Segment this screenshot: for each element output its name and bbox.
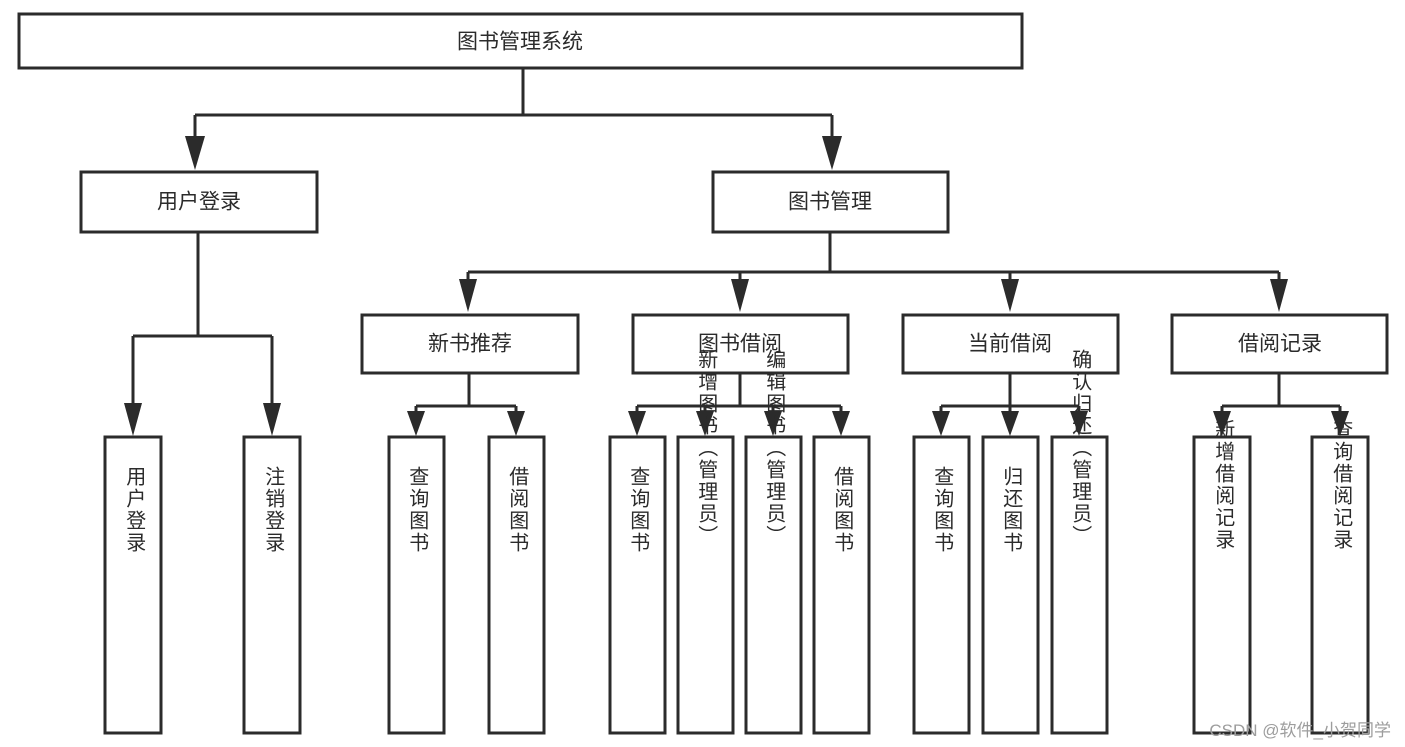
- arrowhead-to-leaf10: [1001, 411, 1019, 436]
- node-leaf13-label: 查询借阅记录: [1330, 419, 1353, 551]
- arrowhead-to-leaf2: [263, 403, 281, 436]
- arrowhead-to-leaf11: [1070, 411, 1088, 436]
- node-borrow[interactable]: 图书借阅: [631, 313, 850, 375]
- node-leaf9-box[interactable]: [912, 435, 971, 735]
- node-root-box[interactable]: [17, 12, 1024, 70]
- arrowhead-to-borrow: [731, 279, 749, 312]
- arrowhead-to-login: [185, 136, 205, 170]
- node-leaf10-label: 归还图书: [1000, 466, 1023, 554]
- node-leaf7[interactable]: 编辑图书（管理员）: [744, 349, 803, 735]
- arrowhead-to-leaf7: [764, 411, 782, 436]
- node-leaf8-box[interactable]: [812, 435, 871, 735]
- node-leaf10[interactable]: 归还图书: [981, 435, 1040, 735]
- edge-root-bus: [193, 68, 834, 137]
- arrowhead-to-leaf12: [1213, 411, 1231, 436]
- node-current[interactable]: 当前借阅: [901, 313, 1120, 375]
- edge-record-bus: [1220, 373, 1342, 412]
- arrowhead-to-leaf6: [696, 411, 714, 436]
- node-leaf12-box[interactable]: [1192, 435, 1252, 735]
- edge-newbook-bus: [414, 373, 518, 412]
- node-leaf11[interactable]: 确认归还（管理员）: [1050, 349, 1109, 735]
- node-leaf8-label: 借阅图书: [831, 466, 854, 554]
- node-leaf10-box[interactable]: [981, 435, 1040, 735]
- node-leaf2-box[interactable]: [242, 435, 302, 735]
- node-leaf1[interactable]: 用户登录: [103, 435, 163, 735]
- node-leaf13-box[interactable]: [1310, 435, 1370, 735]
- node-login-label: 用户登录: [157, 191, 241, 214]
- node-leaf1-box[interactable]: [103, 435, 163, 735]
- node-leaf11-label: 确认归还（管理员）: [1069, 349, 1092, 547]
- node-leaf4-box[interactable]: [487, 435, 546, 735]
- node-current-box[interactable]: [901, 313, 1120, 375]
- node-leaf5-box[interactable]: [608, 435, 667, 735]
- node-newbook-box[interactable]: [360, 313, 580, 375]
- node-leaf5[interactable]: 查询图书: [608, 435, 667, 735]
- node-leaf8[interactable]: 借阅图书: [812, 435, 871, 735]
- edge-login-bus: [131, 232, 274, 404]
- arrowhead-to-bookmgmt: [822, 136, 842, 170]
- arrowhead-to-record: [1270, 279, 1288, 312]
- edge-bookmgmt-bus: [466, 232, 1281, 280]
- node-leaf2[interactable]: 注销登录: [242, 435, 302, 735]
- node-leaf6-box[interactable]: [676, 435, 735, 735]
- arrowhead-to-leaf4: [507, 411, 525, 436]
- connector-layer: [124, 68, 1349, 436]
- node-newbook[interactable]: 新书推荐: [360, 313, 580, 375]
- node-record-box[interactable]: [1170, 313, 1389, 375]
- node-leaf3-box[interactable]: [387, 435, 446, 735]
- node-leaf1-label: 用户登录: [123, 466, 146, 554]
- arrowhead-to-current: [1001, 279, 1019, 312]
- node-leaf3[interactable]: 查询图书: [387, 435, 446, 735]
- node-leaf4-label: 借阅图书: [506, 466, 529, 554]
- node-bookmgmt-label: 图书管理: [788, 191, 872, 214]
- node-borrow-label: 图书借阅: [698, 333, 782, 356]
- node-leaf9-label: 查询图书: [931, 466, 954, 554]
- node-leaf3-label: 查询图书: [406, 466, 429, 554]
- arrowhead-to-leaf3: [407, 411, 425, 436]
- node-leaf2-label: 注销登录: [262, 466, 285, 554]
- node-leaf9[interactable]: 查询图书: [912, 435, 971, 735]
- node-login-box[interactable]: [79, 170, 319, 234]
- arrowhead-to-leaf1: [124, 403, 142, 436]
- arrowhead-to-newbook: [459, 279, 477, 312]
- node-newbook-label: 新书推荐: [428, 333, 512, 356]
- node-bookmgmt-box[interactable]: [711, 170, 950, 234]
- node-record-label: 借阅记录: [1238, 333, 1322, 356]
- node-leaf6-label: 新增图书（管理员）: [695, 349, 718, 547]
- node-leaf12-label: 新增借阅记录: [1212, 419, 1235, 551]
- node-root[interactable]: 图书管理系统: [17, 12, 1024, 70]
- node-borrow-box[interactable]: [631, 313, 850, 375]
- node-bookmgmt[interactable]: 图书管理: [711, 170, 950, 234]
- arrowhead-to-leaf9: [932, 411, 950, 436]
- node-leaf7-box[interactable]: [744, 435, 803, 735]
- arrowhead-to-leaf13: [1331, 411, 1349, 436]
- node-root-label: 图书管理系统: [457, 31, 583, 54]
- node-leaf11-box[interactable]: [1050, 435, 1109, 735]
- node-leaf6[interactable]: 新增图书（管理员）: [676, 349, 735, 735]
- node-record[interactable]: 借阅记录: [1170, 313, 1389, 375]
- arrowhead-to-leaf8: [832, 411, 850, 436]
- node-leaf13[interactable]: 查询借阅记录: [1310, 419, 1370, 735]
- edge-borrow-bus: [635, 373, 843, 412]
- arrowhead-to-leaf5: [628, 411, 646, 436]
- node-leaf5-label: 查询图书: [627, 466, 650, 554]
- node-leaf12[interactable]: 新增借阅记录: [1192, 419, 1252, 735]
- edge-current-bus: [939, 373, 1081, 412]
- node-leaf4[interactable]: 借阅图书: [487, 435, 546, 735]
- node-leaf7-label: 编辑图书（管理员）: [763, 349, 786, 547]
- node-login[interactable]: 用户登录: [79, 170, 319, 234]
- node-current-label: 当前借阅: [968, 333, 1052, 356]
